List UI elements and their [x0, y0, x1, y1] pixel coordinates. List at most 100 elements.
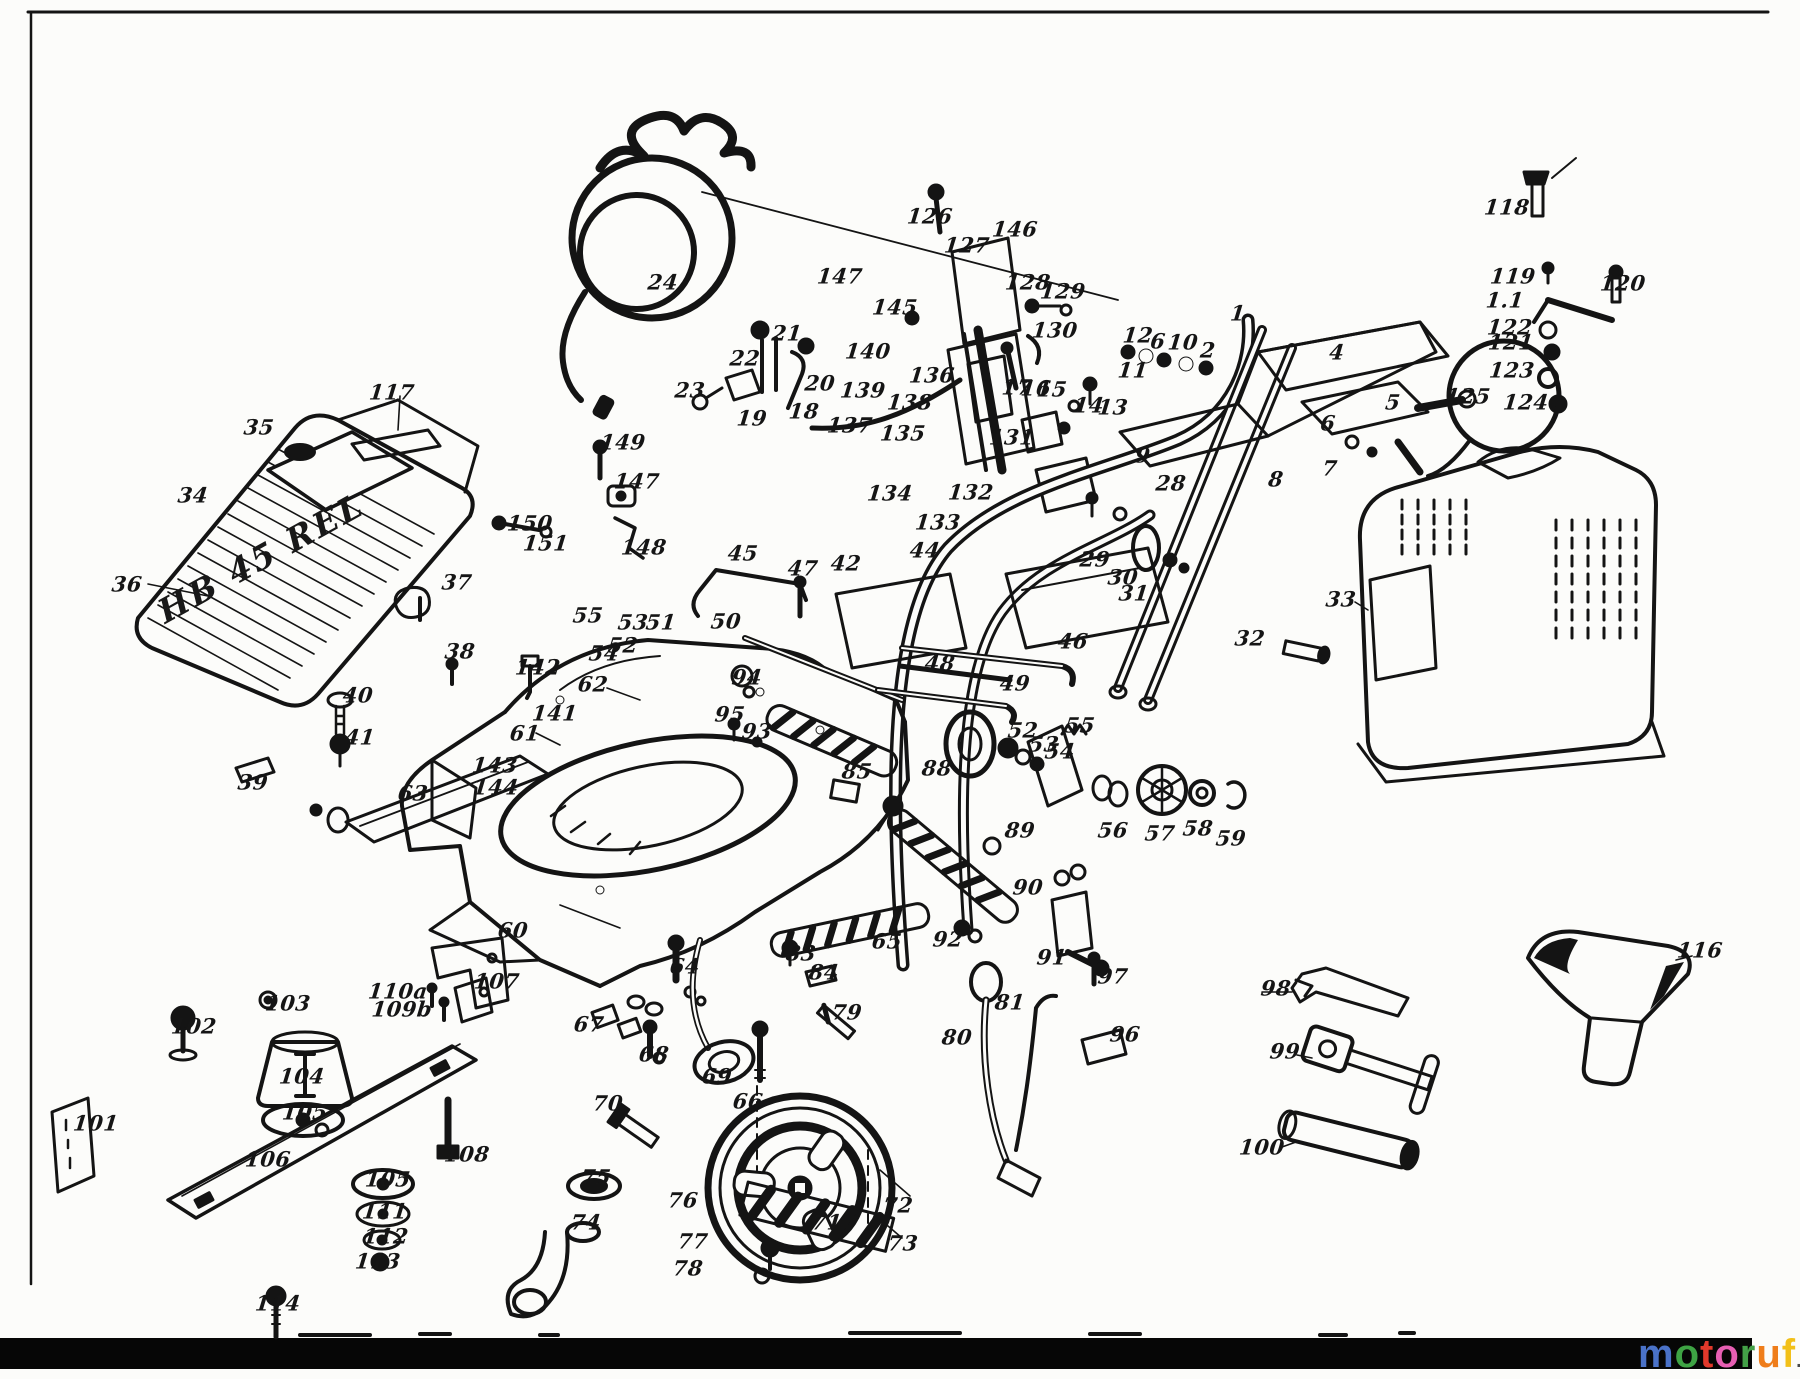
- part-label-13: 13: [1096, 394, 1130, 420]
- part-label-130: 130: [1031, 317, 1079, 343]
- part-label-137: 137: [826, 412, 874, 438]
- part-label-124: 124: [1502, 389, 1550, 415]
- part-label-99: 99: [1268, 1038, 1302, 1064]
- part-label-148: 148: [620, 534, 668, 560]
- part-label-36: 36: [110, 571, 144, 597]
- part-label-39: 39: [236, 769, 270, 795]
- part-label-49: 49: [998, 670, 1032, 696]
- part-label-18: 18: [787, 398, 821, 424]
- part-label-21: 21: [770, 320, 804, 346]
- rear-wheel: [704, 1092, 911, 1285]
- part-label-106: 106: [244, 1146, 292, 1172]
- brand-letter: r: [1739, 1332, 1757, 1376]
- part-label-111: 111: [361, 1198, 409, 1224]
- part-label-118: 118: [1483, 194, 1531, 220]
- throttle-cable-parts: [1426, 157, 1624, 478]
- part-label-38: 38: [443, 638, 477, 664]
- part-label-41: 41: [343, 724, 377, 750]
- part-label-112: 112: [362, 1223, 410, 1249]
- part-label-88: 88: [920, 755, 954, 781]
- part-label-123: 123: [1488, 357, 1536, 383]
- part-label-109b: 109b: [370, 996, 434, 1022]
- part-label-19: 19: [735, 405, 769, 431]
- part-label-35: 35: [242, 414, 276, 440]
- engine-cover: [1354, 445, 1666, 784]
- part-label-65: 65: [870, 928, 904, 954]
- brand-letter: o: [1714, 1332, 1740, 1376]
- part-label-52: 52: [606, 632, 640, 658]
- part-label-135: 135: [879, 420, 927, 446]
- part-label-131: 131: [988, 424, 1036, 450]
- brand-watermark[interactable]: motoruf.de: [1638, 1332, 1800, 1377]
- part-label-94: 94: [730, 664, 764, 690]
- part-label-147: 147: [613, 468, 661, 494]
- part-label-1.1: 1.1: [1484, 287, 1526, 313]
- part-label-55: 55: [571, 602, 605, 628]
- deck-cover: [134, 395, 480, 784]
- part-label-136: 136: [908, 362, 956, 388]
- part-label-127: 127: [943, 232, 991, 258]
- part-label-47: 47: [786, 555, 820, 581]
- part-label-63: 63: [396, 780, 430, 806]
- part-label-85: 85: [840, 758, 874, 784]
- part-label-79: 79: [830, 999, 864, 1025]
- part-label-6: 6: [1149, 328, 1167, 354]
- part-label-141: 141: [531, 700, 579, 726]
- part-label-70: 70: [591, 1090, 625, 1116]
- part-label-59: 59: [1214, 825, 1248, 851]
- part-label-24: 24: [646, 269, 680, 295]
- part-label-10: 10: [1166, 329, 1200, 355]
- linkage-rods: [691, 546, 1170, 725]
- part-label-5: 5: [1384, 389, 1402, 415]
- part-label-102: 102: [170, 1013, 218, 1039]
- part-label-145: 145: [871, 294, 919, 320]
- part-label-6: 6: [1319, 410, 1337, 436]
- part-label-74: 74: [569, 1209, 603, 1235]
- part-label-149: 149: [599, 429, 647, 455]
- left-fasteners: [326, 320, 815, 768]
- part-label-29: 29: [1078, 546, 1112, 572]
- part-label-80: 80: [940, 1024, 974, 1050]
- part-label-91: 91: [1035, 944, 1069, 970]
- part-label-69: 69: [700, 1063, 734, 1089]
- part-label-60: 60: [496, 917, 530, 943]
- part-label-58: 58: [1181, 815, 1215, 841]
- part-label-92: 92: [931, 926, 965, 952]
- brand-letter: f: [1781, 1332, 1797, 1376]
- part-label-147: 147: [816, 263, 864, 289]
- bottom-scan-bar: [0, 1331, 1752, 1369]
- part-label-44: 44: [908, 537, 942, 563]
- chute-elbow: [505, 1171, 622, 1319]
- part-label-108: 108: [443, 1141, 491, 1167]
- part-label-55: 55: [1063, 712, 1097, 738]
- part-label-93: 93: [740, 718, 774, 744]
- part-label-7: 7: [1321, 455, 1339, 481]
- starter-cable: [559, 110, 1119, 420]
- part-label-51: 51: [644, 609, 678, 635]
- part-label-100: 100: [1238, 1134, 1286, 1160]
- part-label-105: 105: [281, 1099, 329, 1125]
- part-label-37: 37: [440, 569, 474, 595]
- part-label-15: 15: [1035, 376, 1069, 402]
- brand-suffix: .de: [1796, 1350, 1800, 1372]
- part-label-129: 129: [1039, 278, 1087, 304]
- part-label-113: 113: [354, 1248, 402, 1274]
- part-label-73: 73: [886, 1230, 920, 1256]
- part-label-114: 114: [254, 1290, 302, 1316]
- label-plate-117: [350, 428, 442, 462]
- part-label-146: 146: [991, 216, 1039, 242]
- part-label-126: 126: [906, 203, 954, 229]
- blade-assembly: [50, 936, 510, 1340]
- part-label-121: 121: [1487, 329, 1535, 355]
- part-label-2: 2: [1199, 337, 1217, 363]
- part-label-33: 33: [1324, 586, 1358, 612]
- part-label-151: 151: [522, 530, 570, 556]
- part-label-11: 11: [1116, 357, 1150, 383]
- part-label-34: 34: [176, 482, 210, 508]
- brand-letter: u: [1756, 1332, 1782, 1376]
- height-levers: [781, 795, 1128, 1198]
- part-label-89: 89: [1003, 817, 1037, 843]
- part-label-62: 62: [576, 671, 610, 697]
